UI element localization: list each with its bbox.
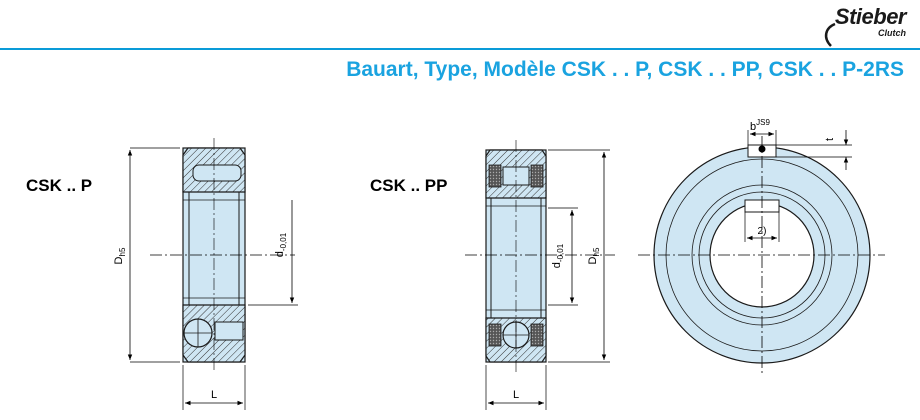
front-note-label: 2): [758, 226, 767, 237]
page-title: Bauart, Type, Modèle CSK . . P, CSK . . …: [346, 58, 904, 81]
csk-p-inner-dim-label: d-0,01: [274, 232, 288, 257]
csk-p-outer-dim-label: Dh5: [113, 247, 127, 264]
brand-name: Stieber: [834, 4, 907, 29]
csk-pp-label: CSK .. PP: [370, 176, 448, 195]
csk-pp-section: [465, 140, 615, 410]
csk-pp-top-seal-left: [488, 164, 502, 188]
csk-pp-top-seal-right: [530, 164, 544, 188]
csk-pp-width-dim-label: L: [513, 389, 519, 401]
front-view: [638, 130, 885, 375]
csk-p-section: [127, 138, 298, 410]
csk-p-width-dim-label: L: [211, 389, 217, 401]
header: Stieber Clutch Bauart, Type, Modèle CSK …: [0, 0, 920, 90]
front-key-marker-icon: [758, 145, 766, 153]
csk-p-sprag: [214, 321, 244, 341]
logo-swirl-icon: [824, 22, 836, 47]
csk-pp-outer-dim-label: Dh5: [587, 247, 601, 264]
csk-pp-bottom-seal-left: [488, 323, 502, 347]
csk-pp-inner-dim-label: d-0,01: [551, 243, 565, 268]
brand-logo: Stieber Clutch: [824, 4, 907, 47]
csk-p-top-cage: [192, 164, 242, 182]
brand-subtitle: Clutch: [878, 28, 906, 38]
csk-pp-bottom-seal-right: [530, 323, 544, 347]
csk-p-label: CSK .. P: [26, 176, 93, 195]
header-rule: [0, 48, 920, 50]
front-keyway-depth-label: t: [824, 138, 836, 141]
front-keyway-width-label: bJS9: [750, 118, 770, 133]
